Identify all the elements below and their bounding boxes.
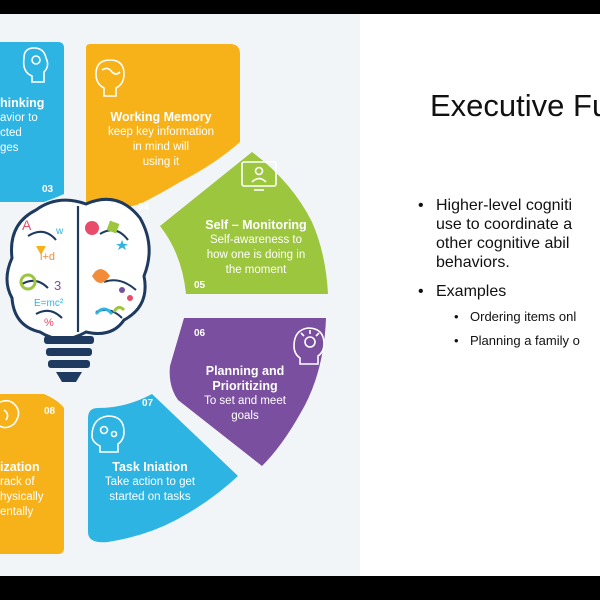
segment-06-title-line: Prioritizing (190, 379, 300, 394)
segment-03-body-line: cted (0, 126, 58, 141)
bullet-dot-icon: • (418, 196, 424, 215)
brain-symbol-w: w (55, 226, 64, 237)
sub-bullet-item: • Planning a family o (418, 333, 600, 349)
segment-06-title-line: Planning and (190, 364, 300, 379)
segment-07-title: Task Iniation (90, 460, 210, 475)
sub-bullet-dot-icon: • (454, 309, 459, 325)
segment-05-body-line: Self-awareness to (188, 233, 324, 248)
segment-06-text: Planning and Prioritizing To set and mee… (190, 364, 300, 424)
segment-08-number: 08 (44, 406, 55, 417)
segment-07-body-line: started on tasks (90, 490, 210, 505)
slide-title: Executive Fu (430, 88, 600, 124)
segment-03-number: 03 (42, 184, 53, 195)
segment-08-title: ization (0, 460, 60, 475)
segment-08-body-line: entally (0, 505, 60, 520)
sub-bullet-text: Planning a family o (470, 333, 580, 348)
segment-08-text: ization rack of hysically entally (0, 460, 60, 520)
segment-06-body-line: goals (190, 409, 300, 424)
sub-bullet-dot-icon: • (454, 333, 459, 349)
brain-symbol-emc2: E=mc² (34, 298, 64, 309)
bullet-line: use to coordinate a (436, 215, 600, 234)
segment-05-body-line: how one is doing in (188, 248, 324, 263)
sub-bullet-text: Ordering items onl (470, 309, 576, 324)
segment-04-title: Working Memory (86, 110, 236, 125)
executive-function-infographic: A i+d 3 E=mc² % w hinking avior to cted … (0, 14, 360, 576)
segment-04-body-line: in mind will (86, 140, 236, 155)
segment-08-body-line: hysically (0, 490, 60, 505)
segment-04-number: 04 (138, 202, 149, 213)
segment-06-body-line: To set and meet (190, 394, 300, 409)
segment-05-text: Self – Monitoring Self-awareness to how … (188, 218, 324, 278)
bullet-dot-icon: • (418, 282, 424, 301)
segment-07-text: Task Iniation Take action to get started… (90, 460, 210, 505)
segment-05-body-line: the moment (188, 263, 324, 278)
bullet-line: behaviors. (436, 253, 600, 272)
segment-03-text: hinking avior to cted ges (0, 96, 58, 156)
brain-symbol-id: i+d (40, 251, 55, 263)
bullet-line: Examples (436, 282, 600, 301)
brain-symbol-a: A (22, 217, 32, 233)
segment-05-title: Self – Monitoring (188, 218, 324, 233)
bullet-line: other cognitive abil (436, 234, 600, 253)
segment-07-body-line: Take action to get (90, 475, 210, 490)
bullet-line: Higher-level cogniti (436, 196, 600, 215)
segment-07-number: 07 (142, 398, 153, 409)
brain-symbol-percent: % (44, 317, 54, 329)
brain-symbol-3: 3 (54, 278, 61, 293)
segment-04-text: Working Memory keep key information in m… (86, 110, 236, 170)
segment-05-number: 05 (194, 280, 205, 291)
segment-06-number: 06 (194, 328, 205, 339)
bullet-item: • Higher-level cogniti use to coordinate… (418, 196, 600, 272)
segment-03-title: hinking (0, 96, 58, 111)
segment-04-body-line: keep key information (86, 125, 236, 140)
segment-04-body-line: using it (86, 155, 236, 170)
bullet-item: • Examples (418, 282, 600, 301)
segment-03-body-line: ges (0, 141, 58, 156)
bullet-list: • Higher-level cogniti use to coordinate… (418, 196, 600, 349)
segment-08-body-line: rack of (0, 475, 60, 490)
presentation-slide: A i+d 3 E=mc² % w hinking avior to cted … (0, 14, 600, 576)
segment-03-body-line: avior to (0, 111, 58, 126)
sub-bullet-item: • Ordering items onl (418, 309, 600, 325)
